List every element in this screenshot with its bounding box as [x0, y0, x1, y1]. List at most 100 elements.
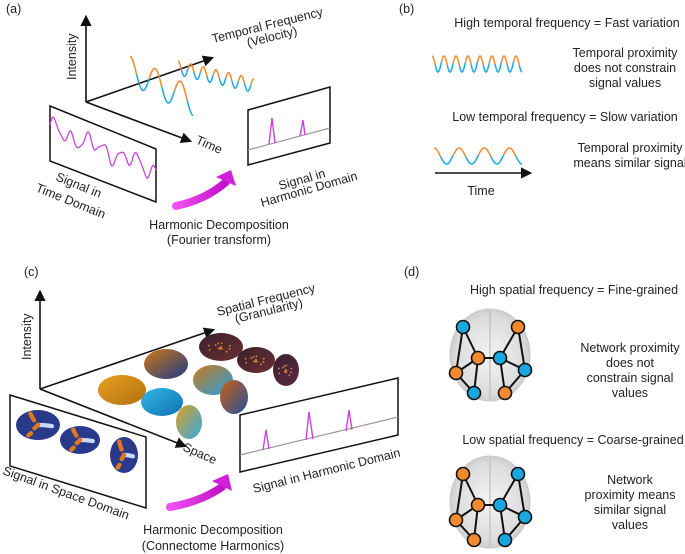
brain-network-low — [448, 455, 533, 549]
brain-harmonic-1 — [98, 375, 146, 405]
high-frequency-wave-seg — [177, 60, 183, 70]
network-node-orange — [448, 365, 464, 381]
brain-speckle — [255, 355, 258, 358]
transform-label-c-2: (Connectome Harmonics) — [142, 539, 284, 553]
network-node-blue — [466, 385, 482, 401]
space-brain-3 — [110, 437, 138, 473]
brain-patch — [71, 427, 76, 432]
panel-b: (b) High temporal frequency = Fast varia… — [399, 2, 685, 198]
brain-speckle — [262, 360, 265, 363]
brain-speckle — [214, 344, 217, 346]
brain-harmonic-7 — [199, 333, 243, 361]
fast-wave-seg — [512, 55, 521, 66]
harmonic-peak-a-2 — [299, 119, 306, 137]
brain-speckle — [220, 342, 223, 344]
high-spatial-desc-1: Network proximity — [580, 341, 680, 355]
brain-patch — [35, 422, 41, 428]
transform-label-c-1: Harmonic Decomposition — [143, 523, 283, 537]
fast-wave-seg — [500, 55, 508, 65]
transform-label-a-1: Harmonic Decomposition — [149, 218, 289, 232]
high-frequency-wave-seg — [212, 69, 221, 79]
harmonic-peak-a-1 — [268, 117, 276, 145]
low-spatial-title: Low spatial frequency = Coarse-grained — [462, 433, 683, 447]
brain-surface — [144, 349, 188, 379]
low-temporal-title: Low temporal frequency = Slow variation — [452, 110, 678, 124]
network-node-blue — [517, 509, 533, 525]
brain-speckle — [285, 364, 288, 367]
panel-a: (a) Intensity Time Temporal Frequency (V… — [6, 2, 359, 247]
axis-frequency-c — [39, 327, 216, 390]
frequency-waves-a — [129, 55, 255, 117]
brain-speckle — [283, 365, 286, 367]
time-domain-box — [49, 104, 157, 204]
slow-wave-seg — [439, 155, 454, 165]
brain-speckle — [207, 344, 210, 347]
brain-patch — [77, 437, 83, 443]
network-node-orange — [448, 512, 464, 528]
axis-label-time-a: Time — [194, 133, 225, 157]
brain-speckle — [290, 371, 293, 374]
brain-speckle — [259, 363, 262, 366]
high-frequency-wave-seg — [250, 77, 255, 85]
high-temporal-desc-1: Temporal proximity — [573, 46, 679, 60]
low-temporal-desc-2: means similar signal — [573, 156, 685, 170]
brain-speckle — [254, 360, 257, 363]
brain-patch — [49, 423, 55, 429]
harmonic-brain-maps — [98, 333, 299, 439]
brain-speckle — [229, 344, 231, 347]
slow-wave — [433, 147, 523, 165]
brain-speckle — [220, 346, 222, 348]
brain-patch — [28, 411, 33, 417]
brain-patch — [130, 454, 136, 459]
axis-space-c — [39, 388, 188, 448]
brain-patch — [74, 440, 79, 446]
network-node-orange — [470, 497, 486, 513]
high-spatial-title: High spatial frequency = Fine-grained — [470, 283, 678, 297]
brain-harmonic-4 — [144, 349, 188, 379]
slow-wave-seg — [502, 147, 517, 157]
brain-speckle — [285, 371, 288, 374]
fast-wave-seg — [488, 55, 496, 65]
brain-patch — [90, 438, 95, 444]
brain-harmonic-9 — [273, 354, 299, 386]
brain-patch — [26, 433, 31, 438]
high-frequency-wave-seg — [193, 71, 202, 81]
brain-network-high — [448, 308, 533, 402]
brain-speckle — [250, 357, 253, 360]
high-temporal-desc-2: does not constrain — [574, 61, 676, 75]
high-frequency-wave-seg — [187, 63, 195, 73]
brain-speckle — [277, 367, 280, 370]
high-frequency-wave-seg — [206, 75, 214, 84]
baseline-a — [247, 127, 331, 151]
baseline-c — [239, 416, 399, 456]
fast-wave-seg — [470, 61, 479, 73]
low-frequency-wave-seg — [135, 74, 150, 92]
network-node-orange — [455, 466, 471, 482]
high-spatial-desc-3: constrain signal — [587, 371, 674, 385]
brain-surface — [98, 375, 146, 405]
time-domain-signal — [49, 116, 157, 179]
high-temporal-title: High temporal frequency = Fast variation — [454, 16, 680, 30]
brain-surface — [141, 388, 183, 416]
brain-speckle — [278, 372, 281, 375]
high-spatial-desc-4: values — [612, 386, 648, 400]
brain-speckle — [244, 357, 247, 360]
panel-label-b: (b) — [399, 2, 414, 16]
low-frequency-wave-seg — [186, 99, 194, 117]
brain-speckle — [255, 360, 258, 363]
network-node-blue — [517, 362, 533, 378]
slow-wave-seg — [490, 154, 505, 165]
low-spatial-desc-1: Network — [607, 473, 654, 487]
high-spatial-desc-2: does not — [606, 356, 654, 370]
low-spatial-desc-4: values — [612, 518, 648, 532]
brain-patch — [121, 452, 127, 458]
panel-label-c: (c) — [24, 265, 39, 279]
network-node-orange — [510, 319, 526, 335]
brain-patch — [115, 465, 121, 470]
fast-wave-seg — [434, 61, 443, 73]
brain-patch — [69, 447, 74, 452]
low-frequency-wave-seg — [161, 86, 176, 104]
brain-speckle — [219, 347, 222, 350]
axis-label-intensity-c: Intensity — [20, 313, 34, 360]
space-domain-brains — [16, 410, 138, 473]
